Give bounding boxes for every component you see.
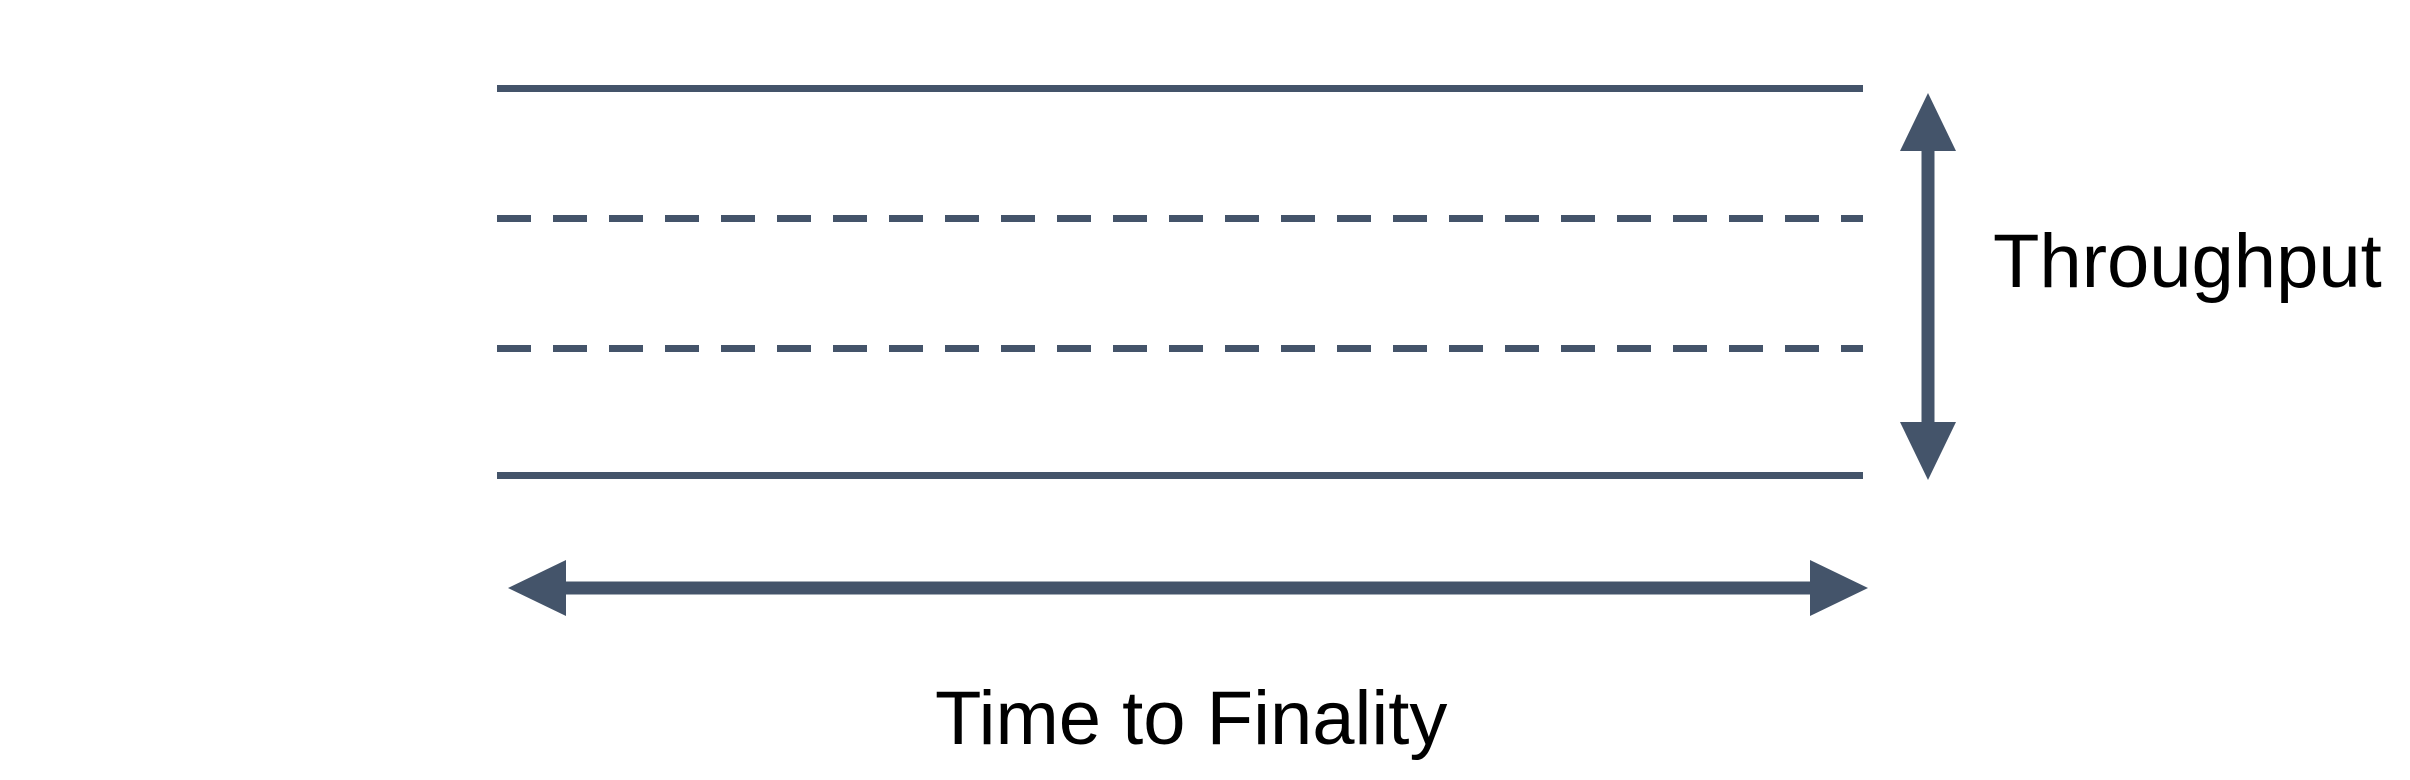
double-headed-vertical-arrow-icon	[1900, 93, 1956, 480]
throughput-axis-label: Throughput	[1993, 219, 2382, 304]
time-to-finality-axis-label: Time to Finality	[935, 676, 1448, 761]
double-headed-horizontal-arrow-icon	[508, 560, 1868, 616]
